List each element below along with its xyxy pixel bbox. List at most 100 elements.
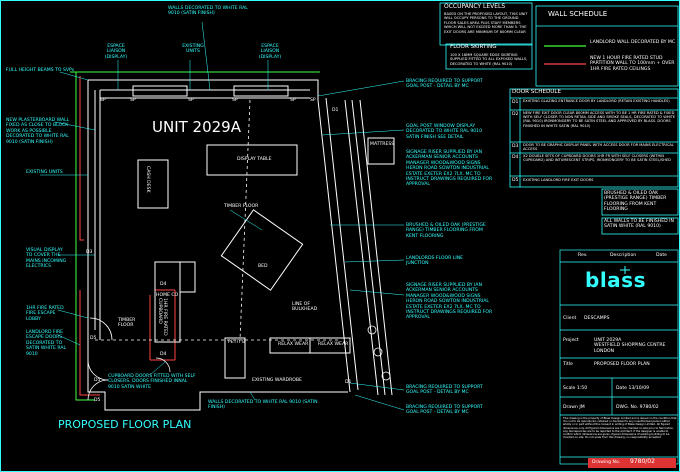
tb-scale: Scale 1:50 (563, 386, 588, 391)
cash-desk-outline (137, 159, 169, 209)
marker: D5 (94, 398, 101, 403)
floor-line-label: LANDLORDS FLOOR LINE JUNCTION (406, 256, 464, 267)
tb-rev: Rev. (578, 253, 588, 258)
display-table-outline (206, 144, 298, 176)
marker: D1 (345, 380, 352, 385)
plasterboard-label: NEW PLASTERBOARD WALL FIXED AS CLOSE TO … (6, 118, 70, 145)
bulkhead-label: LINE OF BULKHEAD (292, 302, 318, 313)
door-text: DOOR TO BE GRAPHIC DISPLAY PANEL WITH AC… (523, 143, 674, 152)
tb-description: Description (610, 253, 637, 258)
bed-label: BED (258, 264, 268, 269)
leader-lines (40, 21, 405, 411)
door-text: X2 DOUBLE SETS OF CUPBOARD DOORS 1HR FR … (523, 154, 671, 163)
door-code: D5 (512, 178, 519, 183)
marker: SP (310, 98, 316, 103)
bed-outline (220, 209, 304, 291)
tb-title-label: Title (563, 362, 573, 367)
top-wall-label: WALLS DECORATED TO WHITE RAL 9010 (SATIN… (168, 6, 248, 17)
door-text: EXISTING LANDLORD FIRE EXIT DOORS (523, 178, 594, 182)
marker: D5 (94, 378, 101, 383)
tb-project-label: Project (563, 338, 579, 343)
timber-flooring-label: BRUSHED & OILED OAK (PRESTIGE RANGE) TIM… (406, 223, 486, 239)
marker: SP (290, 98, 296, 103)
landlord-walls (70, 71, 320, 401)
petit-b-label: PETIT B (228, 340, 246, 345)
cupboard-label: 1HR FIRE RATED CUPBOARD (156, 298, 167, 336)
door-code: D4 (512, 155, 519, 160)
flooring-note: BRUSHED & OILED OAK (PRESTIGE RANGE) TIM… (604, 191, 667, 213)
marker: D3 (86, 250, 93, 255)
tb-client-label: Client (563, 316, 577, 321)
door-code: D1 (512, 100, 519, 105)
door-swings (87, 317, 171, 401)
cupboard-doors-label: CUPBOARD DOORS FITTED WITH SELF CLOSERS.… (108, 374, 196, 390)
centre-dashed-line (239, 99, 251, 341)
tb-date-value: Date 13/10/09 (616, 386, 650, 391)
tb-title: PROPOSED FLOOR PLAN (594, 362, 650, 367)
signage-label-2: SIGNAGE RISER SUPPLIED BY IAN ACKERMAN S… (406, 283, 493, 321)
occupancy-text: BASED ON THE PROPOSED LAYOUT, THIS UNIT … (444, 12, 528, 34)
tb-drawn: Drawn JM (563, 405, 585, 410)
door-text: NEW FIRE EXIT DOOR CLEAR 800MM ACCESS WI… (523, 111, 676, 128)
wall-schedule-item: NEW 1 HOUR FIRE RATED STUD PARTITION WAL… (590, 56, 675, 72)
tb-dwg: DWG. No. 9780/02 (616, 405, 659, 410)
plan-title: PROPOSED FLOOR PLAN (58, 418, 192, 431)
marker: D5 (90, 336, 97, 341)
marker: D4 (160, 282, 167, 287)
fire-escape-lobby-label: 1HR FIRE RATED FIRE ESCAPE LOBBY (26, 306, 64, 322)
bottom-units (154, 261, 351, 379)
floor-skirting-heading: FLOOR SKIRTING (450, 44, 497, 50)
espace-label-left: ESPACE LIAISON (DISPLAY) (104, 44, 128, 60)
goal-post-label: GOAL POST WINDOW DISPLAY DECORATED TO WH… (406, 124, 483, 140)
door-schedule-heading: DOOR SCHEDULE (512, 89, 562, 95)
marker: SP (232, 98, 238, 103)
fire-rated-walls (79, 76, 176, 396)
wall-schedule-item: LANDLORD WALL DECORATED BY MC (590, 40, 676, 45)
timber-floor-label: TIMBER FLOOR (224, 204, 259, 209)
door-text: EXISTING GLAZING ENTRANCE DOOR BY LANDLO… (523, 99, 670, 103)
floor-skirting-text: 100 X 18MM SQUARE EDGE SKIRTING SUPPLIED… (450, 53, 528, 66)
schedule-boxes (439, 2, 679, 235)
marker: SP (130, 98, 136, 103)
mattress-outline (367, 137, 395, 165)
relax-wear-label: RELAX WEAR (318, 342, 349, 347)
tb-disclaimer: This drawing is the property of Blass De… (563, 417, 677, 440)
tb-date: Date (656, 253, 667, 258)
bottom-wall-label: WALLS DECORATED TO WHITE RAL 9010 (SATIN… (208, 400, 318, 411)
tb-project: UNIT 2029A WESTFIELD SHOPPING CENTRE LON… (594, 338, 666, 354)
visual-display-label: VISUAL DISPLAY TO COVER THE MAINS INCOMI… (26, 248, 67, 270)
espace-label-right: ESPACE LIAISON (DISPLAY) (258, 44, 282, 60)
existing-wardrobe-label: EXISTING WARDROBE (252, 378, 302, 383)
relax-wear-label: RELAX WEAR (278, 342, 309, 347)
home-co-label: HOME CO (156, 293, 179, 298)
display-table-label: DISPLAY TABLE (237, 157, 272, 162)
marker: D4 (160, 352, 167, 357)
tb-drawing-no-label: Drawing No. (592, 460, 621, 465)
tb-drawing-no: 9780/02 (630, 458, 655, 465)
bracing-label-1: BRACING REQUIRED TO SUPPORT GOAL POST - … (406, 79, 483, 90)
marker: D1 (332, 108, 339, 113)
timber-floor-label-2: TIMBER FLOOR (118, 318, 136, 329)
beams-label: FULL HEIGHT BEAMS TO SVPs (6, 68, 75, 73)
marker: SP (100, 98, 106, 103)
marker: SP (188, 98, 194, 103)
shopfront (317, 97, 393, 396)
existing-units-left: EXISTING UNITS (26, 170, 63, 175)
blass-logo: blass (585, 268, 646, 292)
mattress-label: MATTRESS (370, 142, 395, 147)
door-code: D2 (512, 112, 519, 117)
bracing-label-3: BRACING REQUIRED TO SUPPORT GOAL POST - … (406, 405, 483, 416)
fixtures (367, 325, 391, 381)
bracing-label-2: BRACING REQUIRED TO SUPPORT GOAL POST - … (406, 385, 483, 396)
unit-title: UNIT 2029A (152, 118, 241, 136)
landlord-doors-label: LANDLORD FIRE ESCAPE DOORS DECORATED TO … (26, 330, 67, 357)
occupancy-heading: OCCUPANCY LEVELS (444, 3, 506, 10)
wall-schedule-heading: WALL SCHEDULE (548, 10, 608, 18)
existing-units-top: EXISTING UNITS (182, 44, 204, 55)
drawing-no-strip (588, 458, 676, 468)
walls-note: ALL WALLS TO BE FINISHED IN SATIN WHITE … (604, 219, 674, 230)
blass-logo-mark (620, 266, 630, 274)
cash-desk-label: CASH DESK (145, 166, 150, 193)
tb-client: DESCAMPS (584, 316, 610, 321)
